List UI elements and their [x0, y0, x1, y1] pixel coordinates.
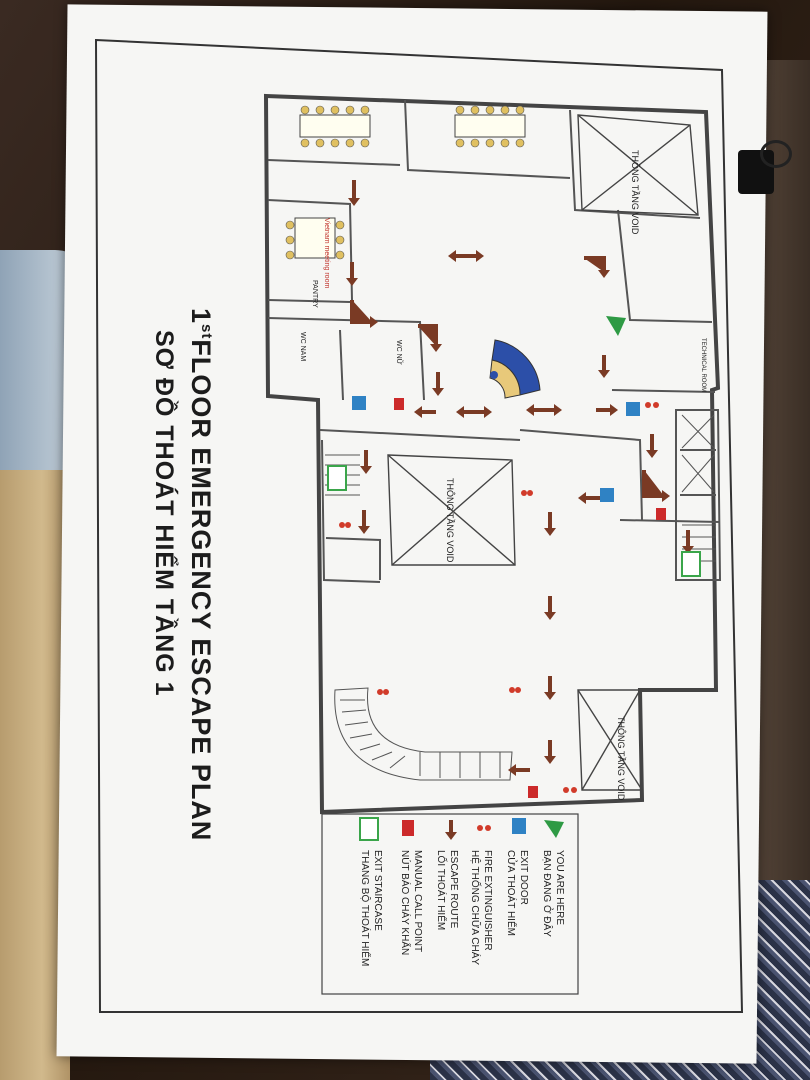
technical-room-label: TECHNICAL ROOM [700, 338, 706, 393]
wc-female-label: WC NỮ [395, 340, 402, 365]
legend-call-point-icon [402, 820, 414, 836]
exit-staircase-signs [327, 465, 701, 577]
escape-route-arrows [346, 180, 694, 776]
legend-fire-extinguisher-icon [477, 825, 491, 831]
legend-icons [359, 817, 564, 841]
meeting-room-label: Vietnam meeting room [323, 218, 330, 289]
chairs [285, 105, 525, 260]
plan-title-vi: SƠ ĐỒ THOÁT HIỂM TẦNG 1 [150, 330, 178, 697]
legend-exit-door-icon [512, 818, 526, 834]
pantry-label: PANTRY [311, 280, 318, 308]
void-label-top-right: THÔNG TẦNG VOID [630, 150, 640, 235]
elevators [681, 414, 715, 493]
plan-frame [94, 38, 744, 1013]
void-label-bottom-right: THÔNG TẦNG VOID [616, 716, 626, 801]
main-staircase [334, 687, 513, 781]
void-label-center: THÔNG TẦNG VOID [445, 478, 455, 563]
legend-you-are-here-icon [544, 820, 564, 838]
legend-box [321, 813, 579, 995]
reception-desk [489, 339, 541, 399]
meeting-tables [294, 114, 526, 259]
legend-escape-route-icon [445, 820, 457, 840]
interior-walls [267, 99, 722, 583]
binder-clip [738, 140, 792, 194]
wc-male-label: WC NAM [299, 332, 306, 362]
legend-exit-staircase-icon [359, 817, 379, 841]
you-are-here-marker [606, 316, 626, 336]
void-areas [387, 114, 699, 791]
fire-extinguishers [339, 402, 659, 793]
manual-call-points [394, 398, 666, 798]
plan-title-en: 1stFLOOR EMERGENCY ESCAPE PLAN [186, 308, 216, 842]
exit-door-signs [352, 396, 640, 502]
